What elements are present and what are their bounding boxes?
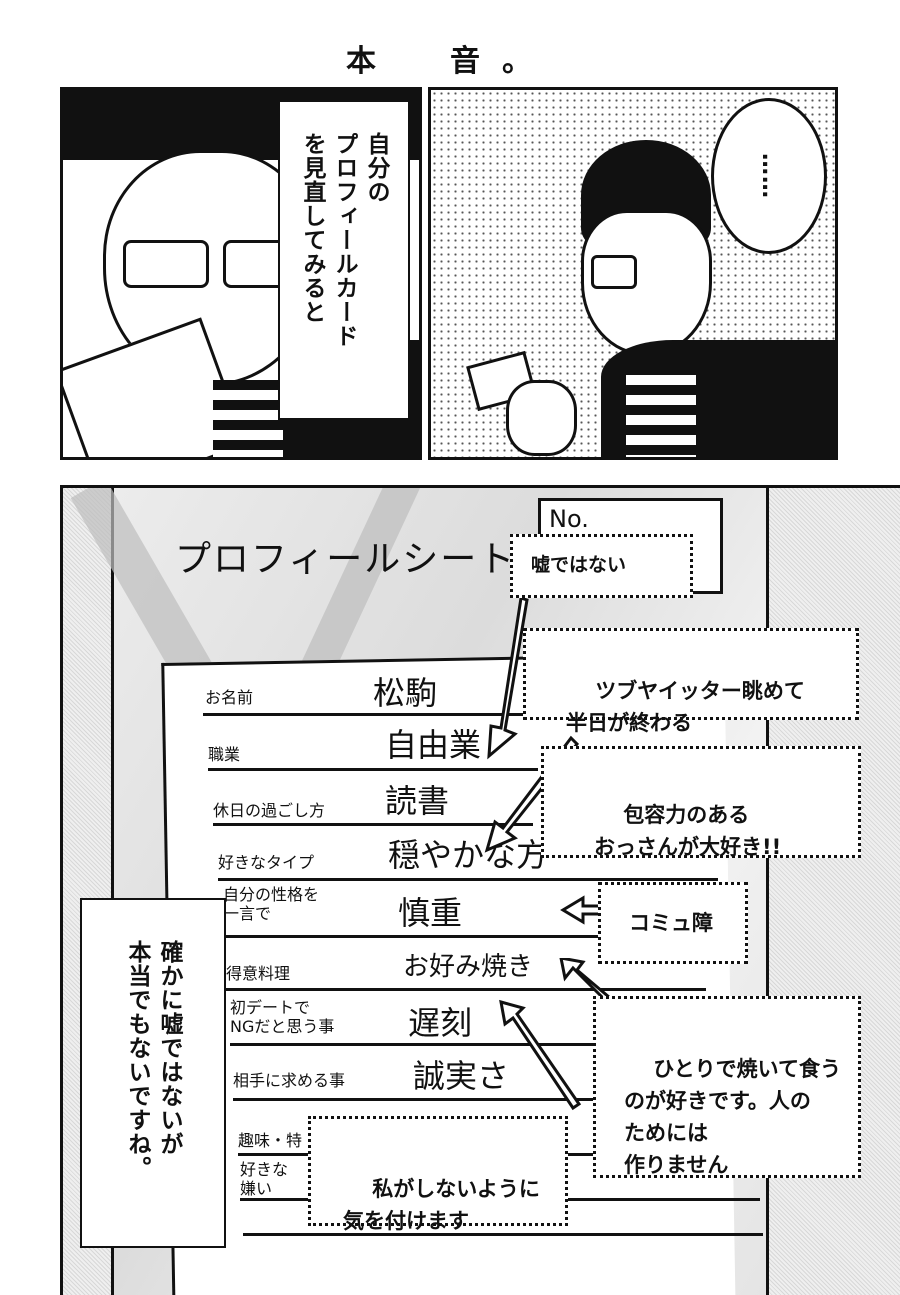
row-label-likes: 好きな 嫌い <box>240 1160 289 1198</box>
row-label-holiday: 休日の過ごし方 <box>213 801 326 820</box>
sheet-title: プロフィールシート <box>175 539 517 580</box>
row-value-type: 穏やかな方 <box>388 836 549 874</box>
narration-box: 自分の プロフィールカード を見直してみると <box>278 100 410 420</box>
speech-bubble: …… <box>711 98 827 254</box>
shirt-stripes <box>213 380 283 457</box>
narration-box: 確かに嘘ではないが 本当でもないですね。 <box>80 898 226 1248</box>
annotation-text: 包容力のある おっさんが大好き!! <box>594 803 782 859</box>
row-label-cooking: 得意料理 <box>226 964 291 983</box>
row-value-personality: 慎重 <box>398 894 463 932</box>
annotation-text: ツブヤイッター眺めて 半日が終わる <box>566 679 805 735</box>
annotation-type: 包容力のある おっさんが大好き!! <box>541 746 861 859</box>
annotation-text: 私がしないように 気を付けます <box>343 1177 540 1233</box>
row-label-type: 好きなタイプ <box>218 853 315 872</box>
row-value-name: 松駒 <box>373 674 438 712</box>
row-rule <box>203 713 523 716</box>
hand-shape <box>506 380 577 456</box>
row-label-personality: 自分の性格を 一言で <box>223 885 320 923</box>
row-rule <box>223 935 723 938</box>
panel-2: …… <box>428 87 838 460</box>
row-rule <box>213 823 533 826</box>
row-rule <box>230 1043 690 1046</box>
narration-text: 自分の プロフィールカード を見直してみると <box>299 132 389 348</box>
row-rule <box>233 1098 693 1101</box>
number-label: No. <box>549 505 589 533</box>
row-value-cooking: お好み焼き <box>403 952 534 982</box>
speech-text: …… <box>757 153 782 199</box>
row-value-first-date: 遅刻 <box>408 1004 473 1042</box>
panel-3: プロフィールシート No. お名前 松駒 職業 自由業 休日の過ごし方 読書 好… <box>60 485 900 1295</box>
annotation-text: ひとりで焼いて食う のが好きです。人の ためには 作りません <box>624 1057 841 1177</box>
row-value-occupation: 自由業 <box>385 726 482 764</box>
shirt-stripes <box>626 365 696 457</box>
face-shape <box>581 210 712 356</box>
annotation-twitter: ツブヤイッター眺めて 半日が終わる <box>523 628 859 735</box>
row-label-seek: 相手に求める事 <box>233 1071 346 1090</box>
glasses-icon <box>123 240 209 288</box>
annotation-not-a-lie: 嘘ではない <box>510 534 693 598</box>
annotation-text: 嘘ではない <box>531 554 627 576</box>
panel-1: 自分の プロフィールカード を見直してみると <box>60 87 422 460</box>
row-value-seek: 誠実さ <box>413 1057 510 1095</box>
row-value-holiday: 読書 <box>385 782 450 820</box>
row-label-first-date: 初デートで NGだと思う事 <box>230 998 335 1036</box>
annotation-text: コミュ障 <box>629 911 713 935</box>
annotation-commu: コミュ障 <box>598 882 748 964</box>
row-rule <box>243 1233 763 1236</box>
row-rule <box>218 878 718 881</box>
row-label-hobby: 趣味・特 <box>238 1131 303 1150</box>
row-rule <box>208 768 538 771</box>
page-title: 本 音。 <box>346 44 554 79</box>
row-label-occupation: 職業 <box>208 745 241 764</box>
annotation-lateness: 私がしないように 気を付けます <box>308 1116 568 1233</box>
row-rule <box>226 988 706 991</box>
annotation-okonomiyaki: ひとりで焼いて食う のが好きです。人の ためには 作りません <box>593 996 861 1178</box>
row-label-name: お名前 <box>205 688 254 707</box>
narration-text: 確かに嘘ではないが 本当でもないですね。 <box>124 940 182 1180</box>
glasses-icon <box>591 255 637 289</box>
